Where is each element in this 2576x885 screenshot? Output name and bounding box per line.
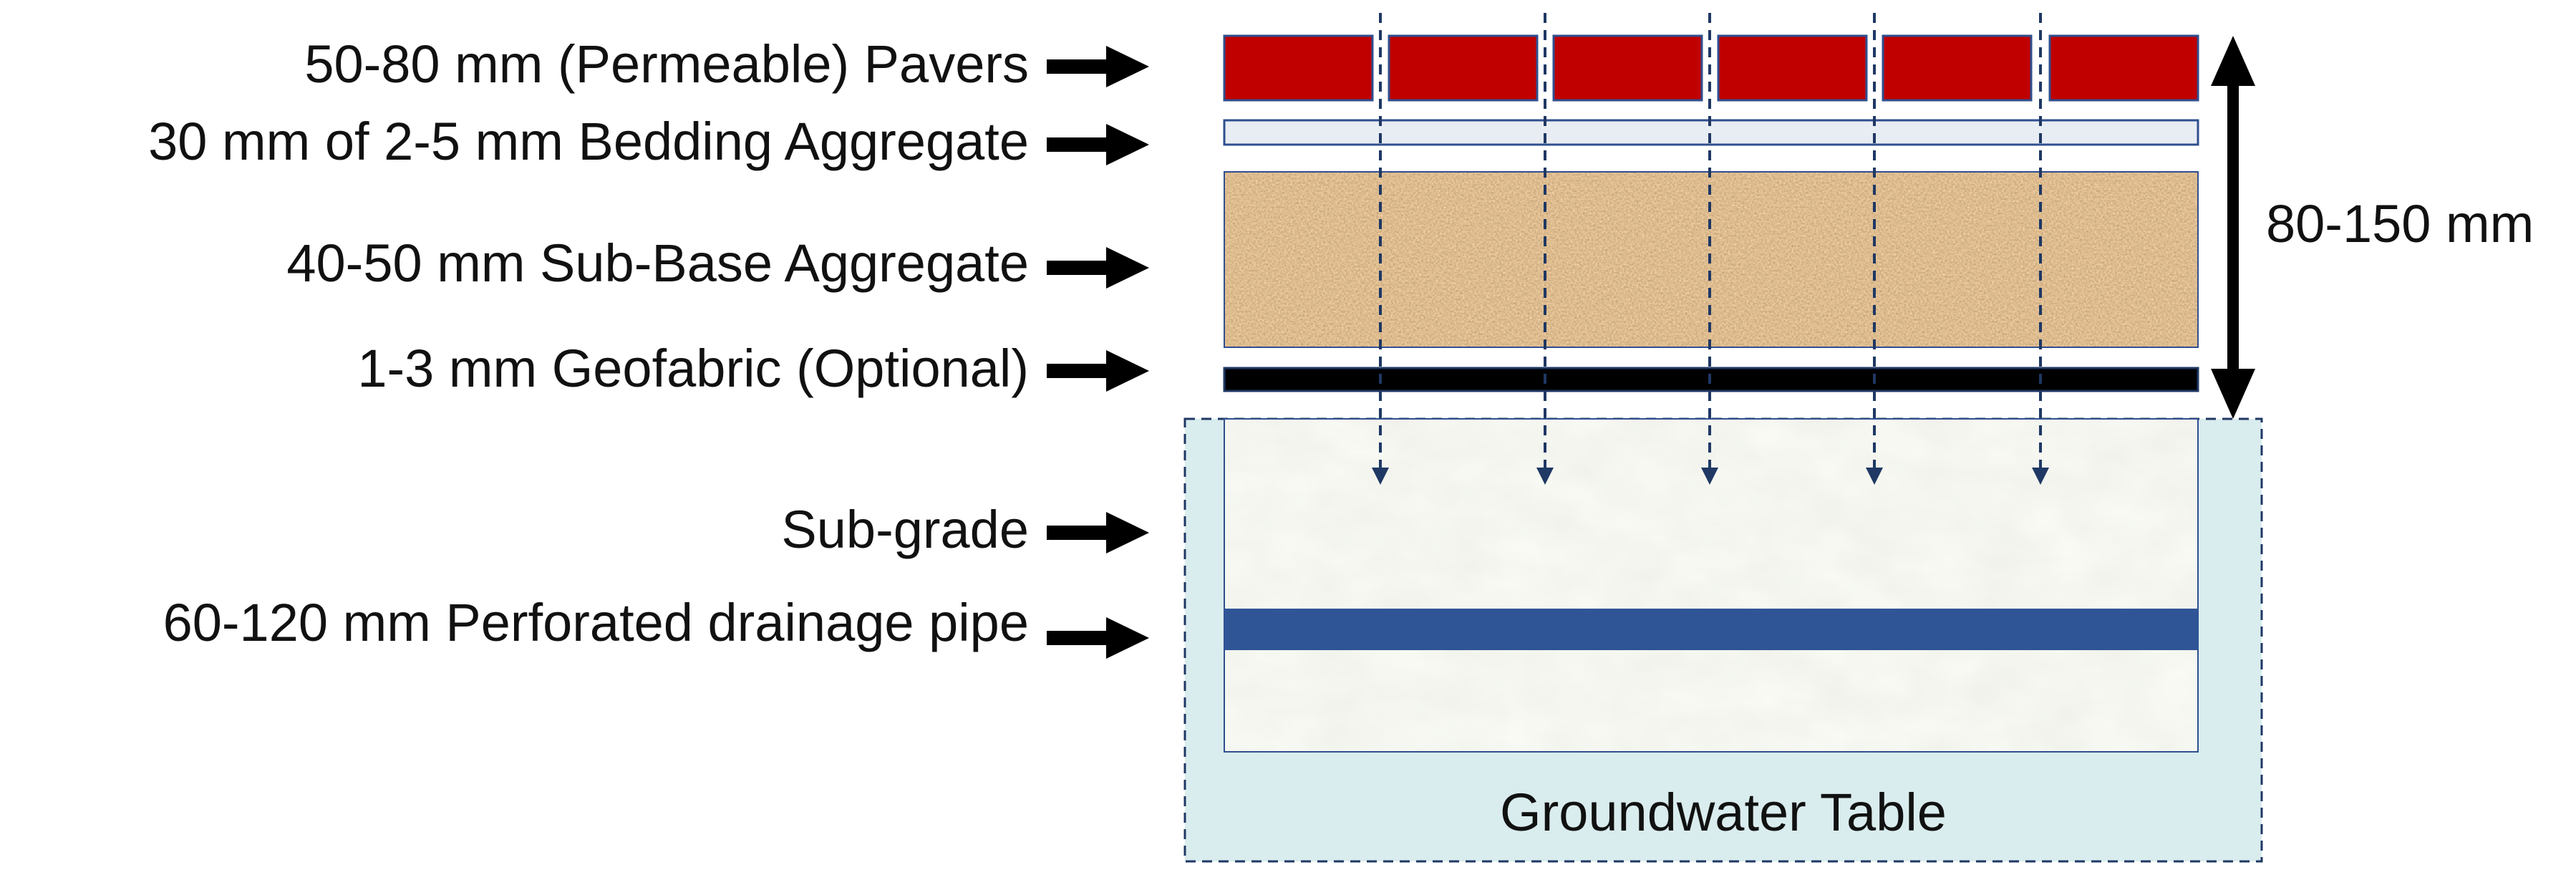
right-arrow-icon	[1047, 124, 1149, 165]
right-arrow-icon	[1047, 617, 1149, 659]
perforated-drainage-pipe	[1224, 609, 2198, 650]
right-arrow-icon	[1047, 247, 1149, 289]
drainage-pipe-label: 60-120 mm Perforated drainage pipe	[163, 593, 1029, 652]
paver-block	[1223, 34, 1374, 102]
paver-block	[2048, 34, 2199, 102]
double-headed-vertical-arrow-icon	[2211, 36, 2255, 419]
pavers-label: 50-80 mm (Permeable) Pavers	[304, 34, 1029, 94]
right-arrow-icon	[1047, 46, 1149, 87]
paver-block	[1388, 34, 1539, 102]
subgrade-label: Sub-grade	[781, 500, 1029, 559]
infiltration-flow-arrows	[1372, 13, 2049, 485]
right-arrow-icon	[1047, 512, 1149, 553]
geofabric-label: 1-3 mm Geofabric (Optional)	[357, 339, 1029, 398]
paver-row	[1223, 34, 2199, 102]
paver-block	[1717, 34, 1868, 102]
dimension-label: 80-150 mm	[2266, 194, 2534, 253]
paver-block	[1882, 34, 2033, 102]
subbase-aggregate-label: 40-50 mm Sub-Base Aggregate	[286, 233, 1029, 293]
groundwater-table-label: Groundwater Table	[1500, 783, 1947, 842]
bedding-aggregate-label: 30 mm of 2-5 mm Bedding Aggregate	[148, 112, 1029, 171]
right-arrow-icon	[1047, 350, 1149, 392]
paver-block	[1552, 34, 1703, 102]
